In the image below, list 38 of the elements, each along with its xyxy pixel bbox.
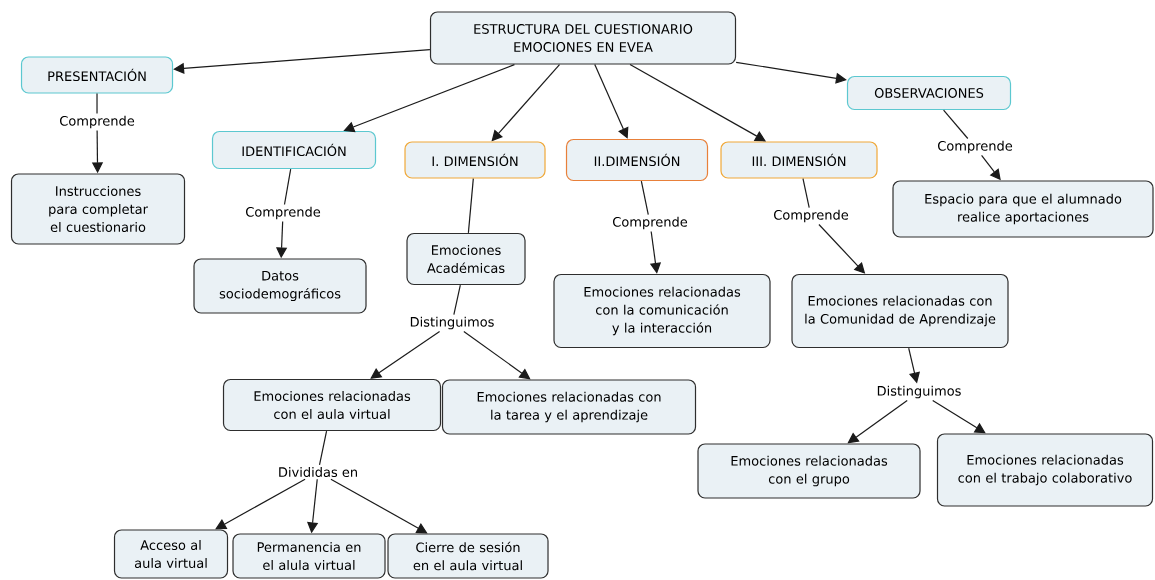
connector-line — [640, 180, 649, 216]
concept-box: Permanencia en el alula virtual — [232, 533, 386, 579]
concept-box: Cierre de sesión en el aula virtual — [387, 533, 549, 579]
concept-box: Acceso al aula virtual — [113, 529, 229, 579]
concept-box: Emociones relacionadas con el aula virtual — [222, 378, 442, 432]
concept-box: OBSERVACIONES — [846, 75, 1012, 111]
concept-box: Emociones Académicas — [406, 232, 526, 286]
arrow — [343, 64, 515, 133]
concept-box: Emociones relacionadas con la tarea y el aprendizaje — [441, 379, 697, 435]
arrow — [173, 49, 431, 75]
connector-line — [942, 109, 969, 140]
concept-box: IDENTIFICACIÓN — [211, 130, 377, 170]
connector-line — [96, 93, 98, 115]
concept-box: Instrucciones para completar el cuestionario — [10, 173, 186, 245]
concept-box: I. DIMENSIÓN — [404, 141, 546, 179]
arrow — [370, 330, 441, 379]
connector-line — [802, 178, 810, 209]
concept-box: Datos sociodemográficos — [193, 258, 367, 314]
concept-box: Emociones relacionadas con el trabajo colaborativo — [936, 433, 1154, 507]
concept-box: III. DIMENSIÓN — [720, 141, 878, 179]
concept-box: PRESENTACIÓN — [20, 56, 174, 94]
arrow — [330, 478, 428, 534]
arrow — [735, 61, 847, 84]
connector-line — [283, 168, 292, 206]
arrow — [594, 64, 629, 139]
arrow — [463, 330, 531, 380]
connector-line — [467, 178, 474, 234]
connector-line — [453, 284, 461, 316]
concept-box: Emociones relacionadas con la Comunidad de Aprendizaje — [791, 273, 1009, 349]
concept-box: Espacio para que el alumnado realice aportaciones — [892, 180, 1154, 238]
arrow — [932, 399, 986, 434]
concept-box: Emociones relacionadas con la comunicación y la interacción — [553, 273, 771, 349]
arrow — [847, 399, 908, 444]
concept-box: ESTRUCTURA DEL CUESTIONARIO EMOCIONES EN EVEA — [429, 11, 737, 65]
concept-box: Emociones relacionadas con el grupo — [697, 443, 921, 499]
arrow — [215, 478, 306, 530]
concept-box: II.DIMENSIÓN — [565, 138, 709, 182]
connector-line — [318, 430, 328, 466]
